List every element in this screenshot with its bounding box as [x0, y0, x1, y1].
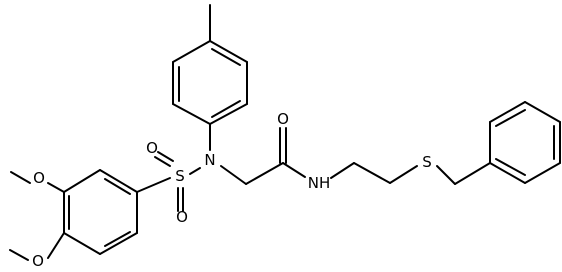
bond-line [353, 162, 391, 184]
bond-line [524, 101, 561, 123]
bond-line [454, 162, 491, 185]
bond-line [489, 101, 526, 123]
bond-line [104, 231, 131, 247]
bond-line [136, 177, 171, 193]
amide-nh: NH [308, 174, 331, 192]
bond-line [189, 167, 201, 175]
bond-line [47, 182, 65, 193]
bond-line [157, 151, 174, 162]
bond-line [47, 232, 65, 259]
bond-line [330, 162, 355, 179]
bonds [9, 4, 561, 261]
bond-line [220, 165, 247, 185]
sulfonyl-oxygen-top: O [146, 139, 158, 157]
bond-line [209, 40, 248, 63]
bond-line [99, 169, 138, 193]
bond-line [99, 232, 138, 255]
sulfonamide-nitrogen: N [204, 151, 215, 169]
bond-line [282, 162, 306, 178]
bond-line [495, 109, 526, 127]
methoxy-bottom-oxygen: O [32, 252, 44, 270]
bond-line [172, 103, 211, 125]
bond-line [63, 232, 101, 255]
bond-line [9, 249, 29, 261]
thioether-sulfur: S [422, 153, 432, 171]
bond-line [209, 103, 248, 125]
bond-line [211, 100, 241, 118]
bond-line [495, 158, 526, 176]
bond-line [104, 178, 131, 195]
sulfonyl-sulfur: S [175, 167, 185, 185]
carbonyl-oxygen: O [277, 110, 289, 128]
bond-line [489, 162, 526, 184]
sulfonyl-oxygen-bottom: O [176, 208, 188, 226]
bond-line [389, 165, 418, 184]
bond-line [436, 165, 456, 185]
atom-labels: O O S O O N O NH S [32, 110, 432, 270]
bond-line [245, 162, 284, 185]
methoxy-top-oxygen: O [33, 169, 45, 187]
bond-line [524, 162, 561, 184]
bond-line [154, 156, 171, 167]
bond-line [172, 40, 211, 63]
bond-line [211, 48, 241, 66]
bond-line [63, 169, 101, 193]
bond-line [10, 171, 31, 184]
